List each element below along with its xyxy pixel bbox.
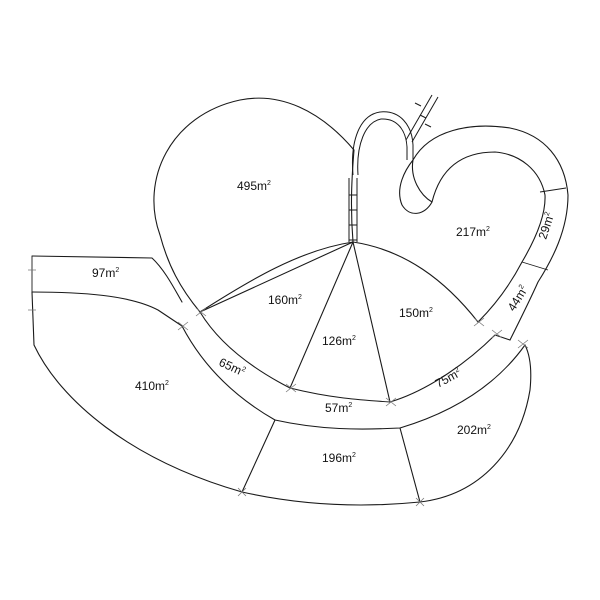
area-label-75: 75m2 [433, 365, 464, 390]
zone-217-outline [399, 159, 433, 214]
slide-structure [348, 94, 439, 242]
area-label-217: 217m2 [456, 225, 490, 239]
area-label-97: 97m2 [92, 266, 119, 280]
outer-band-edge [31, 291, 532, 506]
area-label-196: 196m2 [322, 451, 356, 465]
zone-97-lower-edge [31, 291, 183, 327]
area-label-150: 150m2 [399, 306, 433, 320]
area-label-44: 44m2 [505, 283, 531, 314]
area-label-495: 495m2 [237, 179, 271, 193]
area-label-202: 202m2 [457, 423, 491, 437]
zone-97-outline [31, 255, 183, 303]
track-divider-29 [539, 187, 567, 193]
area-label-160: 160m2 [268, 293, 302, 307]
joint-markers [28, 269, 529, 507]
fan-ray-right [352, 241, 391, 403]
area-label-57: 57m2 [325, 401, 352, 415]
ring-inner-edge [199, 311, 511, 403]
right-track-outer [412, 125, 569, 341]
divider-196-202 [399, 427, 421, 503]
track-divider-44 [521, 261, 549, 271]
fan-arc [199, 241, 479, 323]
right-track-inner [431, 151, 546, 323]
area-label-410: 410m2 [135, 379, 169, 393]
fan-ray-far-left [199, 241, 354, 313]
fan-ray-left [289, 241, 354, 389]
divider-410-196 [241, 419, 276, 493]
ring-outer-edge [181, 325, 526, 430]
area-label-29: 29m2 [536, 211, 558, 241]
area-label-126: 126m2 [322, 334, 356, 348]
